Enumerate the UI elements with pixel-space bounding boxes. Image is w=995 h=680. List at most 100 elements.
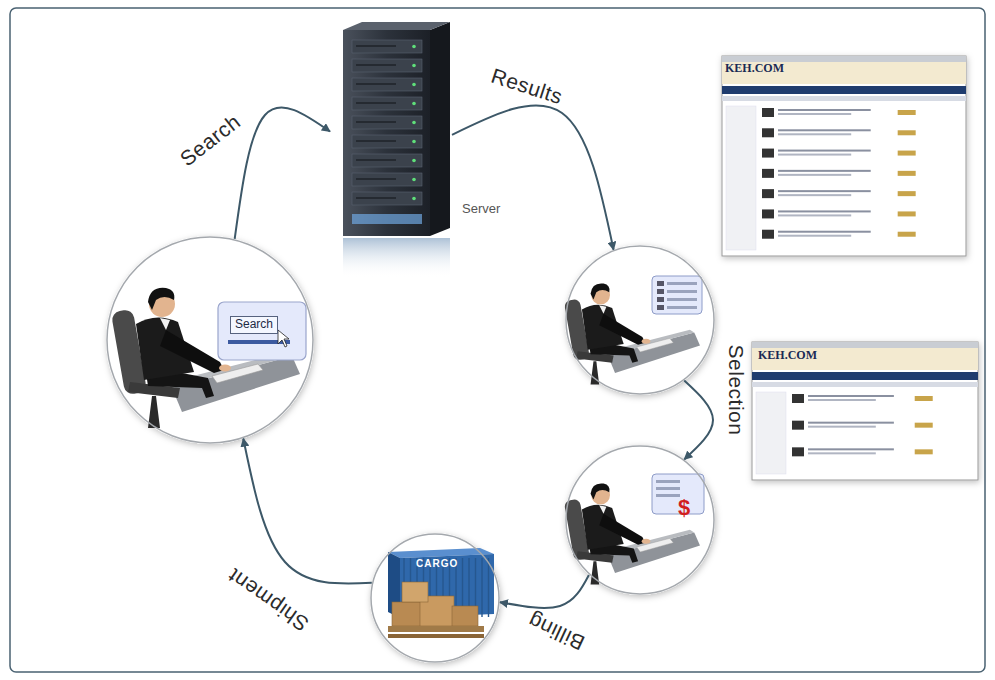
server-node: Server [330, 22, 452, 272]
cargo-container [388, 548, 494, 638]
row-text [778, 190, 871, 192]
circle-border [107, 237, 313, 443]
price-symbol: $ [678, 495, 690, 520]
screen-row [656, 480, 680, 483]
hair [591, 483, 610, 499]
box [452, 606, 478, 626]
site-logo: KEH.COM [758, 349, 817, 363]
box [392, 602, 422, 626]
row-text [778, 150, 871, 152]
screen-thumb [657, 289, 664, 294]
cursor [278, 330, 289, 347]
bay-handle [356, 140, 396, 142]
drive-bay [352, 135, 422, 148]
row-button [898, 130, 916, 135]
flow-label: Shipment [223, 564, 312, 636]
drive-bay [352, 116, 422, 129]
search-button: Search [230, 316, 278, 334]
row-text [778, 133, 851, 135]
bay-handle [356, 102, 396, 104]
hand [219, 365, 231, 372]
drive-bay [352, 154, 422, 167]
bay-handle [356, 197, 396, 199]
stage-circle: CARGO [370, 533, 500, 663]
keyboard [637, 338, 674, 352]
row-button [898, 171, 916, 176]
flow-arrow [235, 107, 330, 239]
bay-handle [356, 121, 396, 123]
row-button [898, 151, 916, 156]
screen-panel [652, 276, 702, 314]
drive-bay [352, 40, 422, 53]
circle-border [371, 534, 499, 662]
pallet [388, 626, 484, 632]
status-led [412, 45, 416, 49]
keyboard [637, 538, 674, 552]
row-button [898, 232, 916, 237]
stage-circle-ground [565, 245, 715, 395]
sidebar [756, 392, 786, 474]
flow-label: Results [488, 64, 565, 109]
server-top [343, 22, 450, 30]
row-text [778, 174, 851, 176]
server-front [343, 30, 430, 236]
thumb [762, 128, 774, 137]
screen-row [667, 282, 697, 285]
circle-border [566, 246, 714, 394]
row-text [808, 395, 894, 397]
bay-handle [356, 83, 396, 85]
flow-arrow [243, 439, 372, 584]
bay-handle [356, 178, 396, 180]
arm [160, 330, 224, 373]
drive-bay [352, 192, 422, 205]
status-led [412, 140, 416, 144]
hand [642, 539, 651, 544]
server-light [352, 214, 422, 224]
flow-arrow [452, 105, 614, 249]
search-panel [218, 302, 306, 360]
stage-circle-ground [565, 445, 715, 595]
screen-thumb [657, 281, 664, 286]
row-text [808, 452, 876, 454]
keyboard [212, 364, 263, 383]
stage-circle-ground [370, 533, 500, 663]
thumb [792, 421, 804, 430]
row-text [808, 422, 894, 424]
status-led [412, 178, 416, 182]
screen-row [667, 306, 697, 309]
sidebar [726, 106, 756, 250]
box [402, 582, 428, 602]
row-text [778, 194, 851, 196]
status-led [412, 197, 416, 201]
thumb [762, 149, 774, 158]
thumb [762, 189, 774, 198]
row-text [808, 448, 894, 450]
flow-label: Billing [524, 609, 588, 655]
collar [599, 305, 606, 314]
row-button [915, 449, 933, 454]
page-subnav [722, 96, 966, 101]
row-text [778, 129, 871, 131]
screen-row [667, 290, 697, 293]
row-text [778, 210, 871, 212]
screen-row [667, 298, 697, 301]
row-text [778, 109, 871, 111]
thumb [792, 447, 804, 456]
web-page-screenshot [752, 342, 978, 480]
flow-arrow [500, 575, 589, 608]
browser-bar [752, 342, 978, 348]
circle-outline [565, 245, 715, 395]
page-header [752, 348, 978, 370]
container-rib [488, 558, 489, 617]
server-reflection [343, 238, 450, 278]
stage-circle: Search [106, 236, 314, 444]
arm [599, 314, 645, 345]
container-label: CARGO [416, 558, 458, 570]
bay-handle [356, 45, 396, 47]
page-subnav [752, 382, 978, 387]
row-text [778, 170, 871, 172]
screen-row [656, 487, 680, 490]
row-text [778, 113, 851, 115]
row-text [808, 399, 876, 401]
